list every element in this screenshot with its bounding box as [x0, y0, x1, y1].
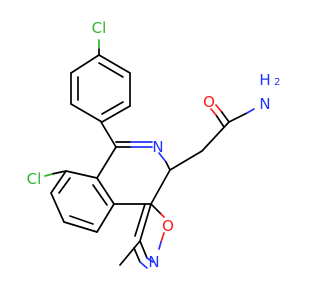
atom-label-n-ring: N: [152, 138, 163, 156]
acetamide-side-chain: [169, 104, 255, 171]
atom-label-cl-top: Cl: [92, 19, 107, 37]
atom-label-cl-left: Cl: [27, 170, 42, 188]
fused-benzene-ring: [50, 170, 115, 233]
methyl-group: [119, 240, 141, 266]
atom-label-o-isoxazole: O: [162, 217, 174, 235]
left-chlorine-substituent: [44, 170, 67, 177]
atom-label-h-amide-subscript: 2: [274, 77, 280, 88]
seven-membered-ring: [96, 141, 171, 205]
atom-label-h-amide: H: [259, 71, 270, 89]
atom-label-o-carbonyl: O: [203, 93, 215, 111]
atom-label-n-isoxazole: N: [148, 253, 159, 271]
chlorophenyl-ring: [70, 54, 131, 148]
atom-label-n-amide: N: [259, 95, 270, 113]
molecule-structure-diagram: Cl Cl N O N O N H 2: [27, 19, 281, 271]
isoxazole-ring: [113, 203, 165, 269]
molecule-svg: Cl Cl N O N O N H 2: [27, 19, 281, 271]
atom-label-nh2: N H 2: [259, 71, 280, 113]
